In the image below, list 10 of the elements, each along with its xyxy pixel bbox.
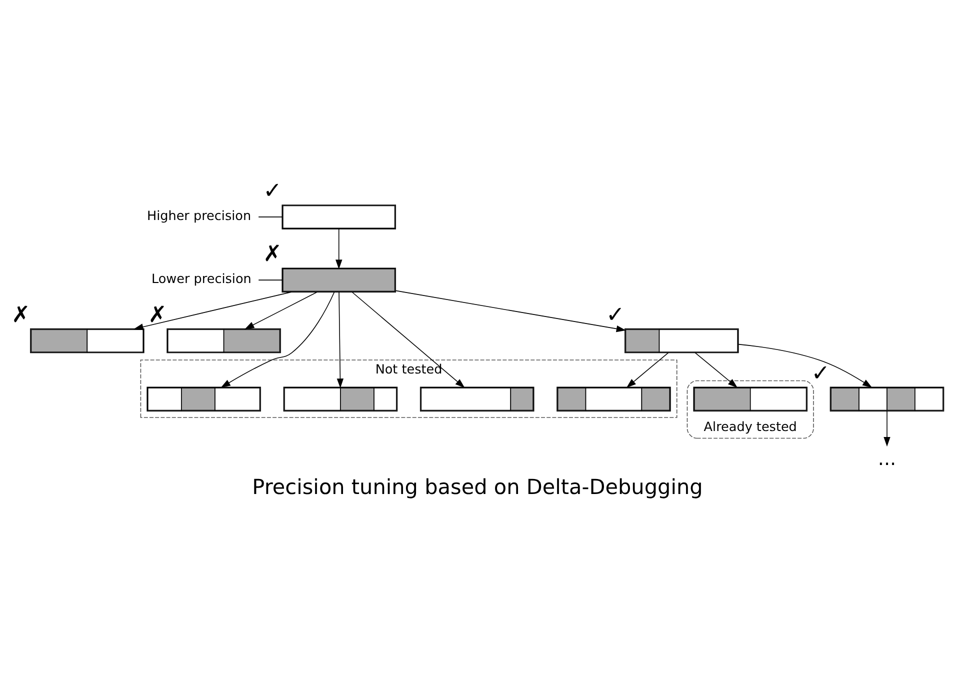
- node-label: ✓: [811, 360, 830, 386]
- node-label: ✗: [148, 301, 167, 328]
- node-label: ✗: [263, 240, 282, 267]
- diagram-title: Precision tuning based on Delta-Debugging: [252, 474, 703, 499]
- node-label: ✓: [263, 178, 282, 204]
- node-label: ✗: [11, 301, 30, 328]
- node-text: Lower precision: [151, 272, 252, 287]
- node-label: ✓: [606, 301, 625, 328]
- node-text: ...: [878, 446, 896, 470]
- node-text: Higher precision: [146, 208, 252, 224]
